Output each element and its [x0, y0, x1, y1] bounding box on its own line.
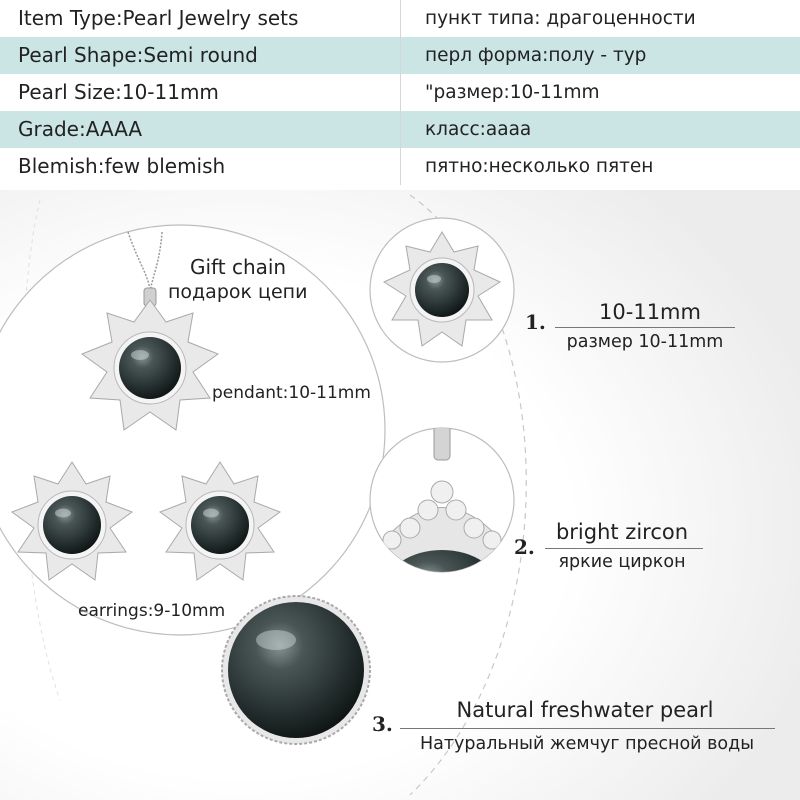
spec-en: Pearl Shape:Semi round [18, 43, 258, 67]
earring-icon [10, 461, 134, 581]
spec-ru: пятно:несколько пятен [425, 156, 654, 177]
spec-en: Blemish:few blemish [18, 154, 226, 178]
pendant-size-label: pendant:10-11mm [212, 383, 371, 403]
feature-subtitle: Натуральный жемчуг пресной воды [419, 734, 755, 754]
gift-chain-label-ru: подарок цепи [168, 281, 308, 303]
feature-number: 1. [525, 310, 546, 334]
feature-subtitle: размер 10-11mm [566, 332, 724, 352]
earring-icon [158, 461, 282, 581]
column-divider [400, 0, 401, 185]
feature-title: 10-11mm [599, 300, 701, 324]
feature-title: Natural freshwater pearl [456, 698, 714, 722]
spec-table: Item Type:Pearl Jewelry sets пункт типа:… [0, 0, 800, 185]
spec-en: Item Type:Pearl Jewelry sets [18, 6, 299, 30]
spec-en: Grade:AAAA [18, 117, 143, 141]
feature-underline [400, 728, 775, 729]
feature-underline [545, 548, 703, 549]
feature-size-thumbnail [369, 217, 515, 363]
pendant-icon [80, 299, 220, 431]
feature-subtitle: яркие циркон [558, 552, 686, 572]
spec-ru: "размер:10-11mm [425, 82, 600, 103]
spec-ru: перл форма:полу - тур [425, 45, 647, 66]
feature-number: 2. [514, 535, 535, 559]
feature-zircon-thumbnail [369, 427, 515, 573]
spec-row: Pearl Size:10-11mm "размер:10-11mm [0, 74, 800, 111]
feature-underline [555, 327, 735, 328]
spec-row: Item Type:Pearl Jewelry sets пункт типа:… [0, 0, 800, 37]
earrings-size-label: earrings:9-10mm [78, 601, 226, 621]
spec-en: Pearl Size:10-11mm [18, 80, 219, 104]
spec-ru: пункт типа: драгоценности [425, 8, 696, 29]
spec-ru: класс:аааа [425, 119, 532, 140]
gift-chain-label: Gift chain [190, 255, 287, 279]
spec-row: Blemish:few blemish пятно:несколько пяте… [0, 148, 800, 185]
feature-pearl-thumbnail [221, 595, 371, 745]
jewelry-set-image [0, 224, 386, 636]
feature-title: bright zircon [555, 520, 689, 544]
feature-number: 3. [372, 712, 393, 736]
